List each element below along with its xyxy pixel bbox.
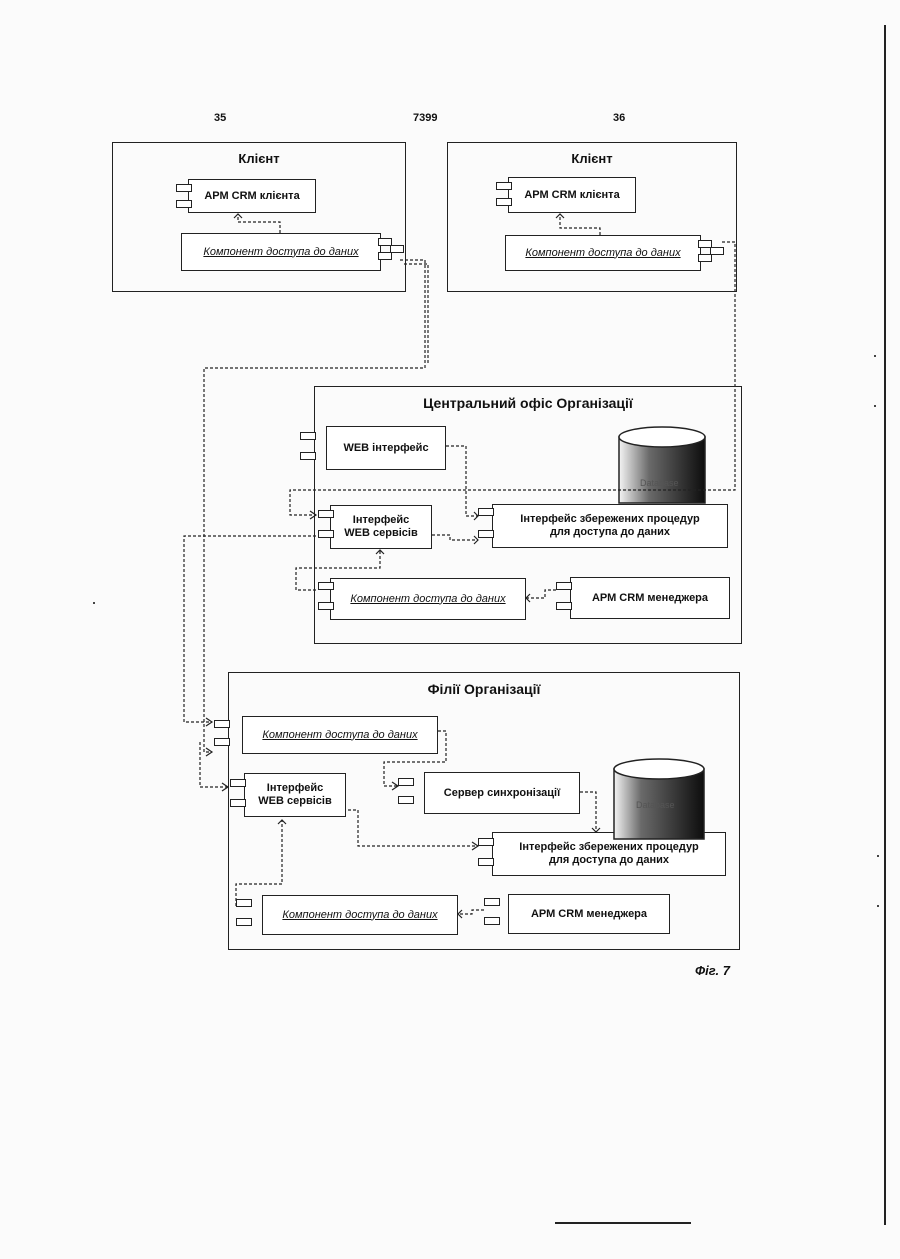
link-sync-to-storedproc <box>580 792 596 832</box>
link-webif-to-storedproc <box>446 446 478 516</box>
link-access-to-sync <box>384 731 446 786</box>
link-branch-websvc-to-storedproc <box>348 810 478 846</box>
link-left-client-down <box>204 260 425 752</box>
link-access-to-websvc <box>296 550 380 590</box>
link-right-access-to-arm <box>560 214 600 235</box>
figure-caption: Фіг. 7 <box>695 963 730 978</box>
link-left-access-to-arm <box>238 214 280 233</box>
link-websvc-to-storedproc <box>432 535 478 540</box>
link-branch-spine-lower <box>200 742 228 787</box>
link-bottom-access-to-websvc <box>236 820 282 906</box>
link-right-client-to-central <box>290 242 735 515</box>
link-arm-to-access <box>526 590 556 598</box>
link-left-client-drop <box>404 264 428 364</box>
